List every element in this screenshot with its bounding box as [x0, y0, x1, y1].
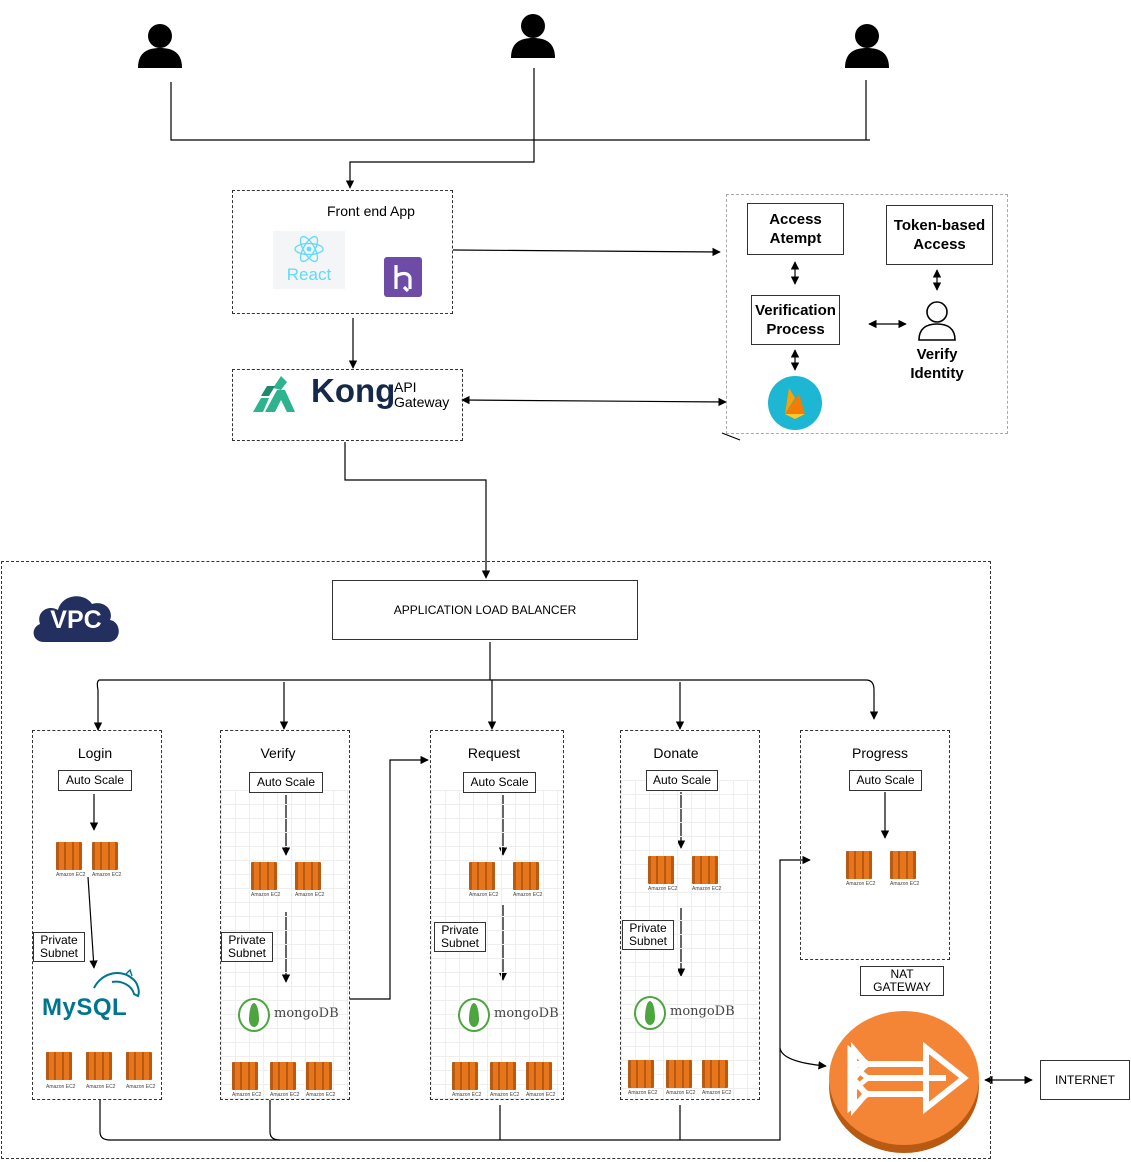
mongodb-leaf-icon: [634, 996, 666, 1030]
mysql-wordmark: MySQL: [42, 994, 128, 1021]
firebase-icon: [768, 376, 822, 430]
ec2-group-login: Amazon EC2 Amazon EC2: [56, 842, 126, 880]
amazon-ec2-icon: [469, 862, 495, 890]
service-title-login: Login: [77, 745, 113, 761]
service-login: [32, 730, 162, 1100]
ec2-group-progress: Amazon EC2 Amazon EC2: [846, 851, 920, 889]
mongodb-leaf-icon: [238, 998, 270, 1032]
ec2-row-login: Amazon EC2 Amazon EC2 Amazon EC2: [46, 1052, 156, 1092]
service-title-progress: Progress: [851, 745, 909, 761]
ec2-row-donate: Amazon EC2 Amazon EC2 Amazon EC2: [628, 1060, 738, 1100]
mongodb-logo-verify: mongoDB: [238, 996, 339, 1034]
heroku-logo: [384, 257, 422, 297]
vpc-cloud-icon: VPC: [30, 588, 122, 644]
vpc-boundary: [1, 561, 991, 1159]
amazon-ec2-icon: [232, 1062, 258, 1090]
vpc-badge-label: VPC: [50, 606, 102, 634]
nat-gateway-icon: [826, 1004, 982, 1154]
service-verify: [220, 730, 350, 1100]
amazon-ec2-icon: [92, 842, 118, 870]
internet-box: INTERNET: [1040, 1060, 1130, 1100]
mysql-logo: MySQL: [42, 966, 146, 1022]
amazon-ec2-icon: [526, 1062, 552, 1090]
ec2-group-donate: Amazon EC2 Amazon EC2: [648, 856, 722, 894]
react-logo: React: [273, 231, 345, 289]
user-icon: [845, 22, 889, 68]
ec2-row-verify: Amazon EC2 Amazon EC2 Amazon EC2: [232, 1062, 342, 1102]
amazon-ec2-icon: [46, 1052, 72, 1080]
ec2-row-request: Amazon EC2 Amazon EC2 Amazon EC2: [452, 1062, 562, 1102]
kong-logo-icon: [251, 372, 303, 416]
mongodb-leaf-icon: [458, 998, 490, 1032]
auto-scale-login: Auto Scale: [58, 770, 132, 791]
amazon-ec2-icon: [692, 856, 718, 884]
auto-scale-request: Auto Scale: [463, 772, 536, 793]
mongodb-logo-request: mongoDB: [458, 996, 559, 1034]
amazon-ec2-icon: [270, 1062, 296, 1090]
user-icon: [138, 22, 182, 68]
amazon-ec2-icon: [126, 1052, 152, 1080]
service-title-verify: Verify: [260, 745, 296, 761]
frontend-app-box: Front end App React: [232, 190, 453, 314]
ec2-group-verify: Amazon EC2 Amazon EC2: [251, 862, 325, 900]
amazon-ec2-icon: [648, 856, 674, 884]
service-request: [430, 730, 564, 1100]
amazon-ec2-icon: [306, 1062, 332, 1090]
application-load-balancer: APPLICATION LOAD BALANCER: [332, 580, 638, 640]
amazon-ec2-icon: [56, 842, 82, 870]
mongodb-logo-donate: mongoDB: [634, 994, 735, 1032]
amazon-ec2-icon: [452, 1062, 478, 1090]
ec2-group-request: Amazon EC2 Amazon EC2: [469, 862, 543, 900]
amazon-ec2-icon: [890, 851, 916, 879]
amazon-ec2-icon: [513, 862, 539, 890]
amazon-ec2-icon: [846, 851, 872, 879]
service-donate: [620, 730, 760, 1100]
react-label: React: [286, 265, 332, 284]
user-icon: [511, 12, 555, 58]
service-title-request: Request: [467, 745, 521, 761]
auto-scale-donate: Auto Scale: [646, 770, 718, 791]
service-title-donate: Donate: [653, 745, 699, 761]
amazon-ec2-icon: [251, 862, 277, 890]
auto-scale-progress: Auto Scale: [849, 770, 922, 791]
amazon-ec2-icon: [666, 1060, 692, 1088]
amazon-ec2-icon: [702, 1060, 728, 1088]
auto-scale-verify: Auto Scale: [249, 772, 323, 793]
api-gateway-label: API Gateway: [394, 379, 450, 410]
amazon-ec2-icon: [295, 862, 321, 890]
service-progress: [800, 730, 950, 960]
amazon-ec2-icon: [628, 1060, 654, 1088]
verify-identity-user-icon: [915, 298, 959, 342]
api-gateway-box: Kong API Gateway: [232, 369, 463, 441]
amazon-ec2-icon: [86, 1052, 112, 1080]
frontend-title: Front end App: [327, 203, 415, 219]
kong-wordmark: Kong: [311, 372, 396, 409]
amazon-ec2-icon: [490, 1062, 516, 1090]
